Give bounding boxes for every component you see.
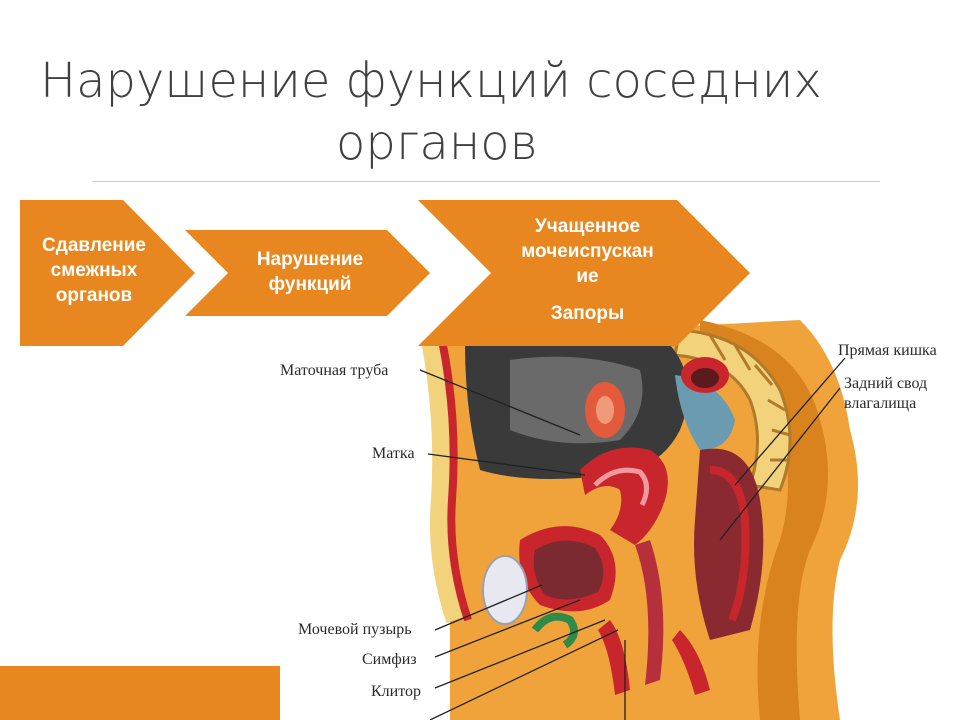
slide-title-line-1: Нарушение функций соседних bbox=[40, 53, 822, 109]
label-uterus: Матка bbox=[372, 445, 415, 462]
process-step-3-line-2: мочеиспускан bbox=[521, 241, 654, 262]
process-step-3-chevron bbox=[418, 200, 750, 346]
label-posterior-fornix-1: Задний свод bbox=[844, 375, 928, 392]
process-step-2-chevron bbox=[185, 230, 430, 316]
process-step-1-text: Сдавление смежных органов bbox=[24, 233, 164, 308]
process-step-1-chevron bbox=[20, 200, 195, 346]
slide-title: Нарушение функций соседних органов bbox=[40, 50, 880, 174]
label-posterior-fornix-2: влагалища bbox=[844, 395, 917, 412]
label-bladder: Мочевой пузырь bbox=[298, 621, 412, 638]
pelvis-anatomy-illustration bbox=[419, 320, 858, 720]
process-step-1-line-3: органов bbox=[55, 285, 133, 306]
label-rectum: Прямая кишка bbox=[838, 342, 937, 359]
process-step-3-line-4: Запоры bbox=[550, 303, 625, 324]
process-step-1-line-1: Сдавление bbox=[42, 235, 146, 256]
slide-title-line-2: органов bbox=[336, 115, 538, 171]
label-clitoris: Клитор bbox=[371, 683, 421, 700]
process-step-2-line-2: функций bbox=[268, 274, 352, 295]
process-step-3-text: Учащенное мочеиспускан ие Запоры bbox=[500, 214, 675, 326]
process-step-3-line-1: Учащенное bbox=[534, 216, 641, 237]
label-symphysis: Симфиз bbox=[362, 651, 417, 668]
footer-accent-bar bbox=[0, 666, 280, 720]
process-step-1-line-2: смежных bbox=[50, 260, 138, 281]
label-fallopian-tube: Маточная труба bbox=[280, 362, 389, 379]
title-divider bbox=[92, 181, 880, 182]
process-step-3-line-3: ие bbox=[576, 266, 599, 287]
process-step-2-line-1: Нарушение bbox=[256, 249, 364, 270]
process-step-2-text: Нарушение функций bbox=[230, 247, 390, 297]
